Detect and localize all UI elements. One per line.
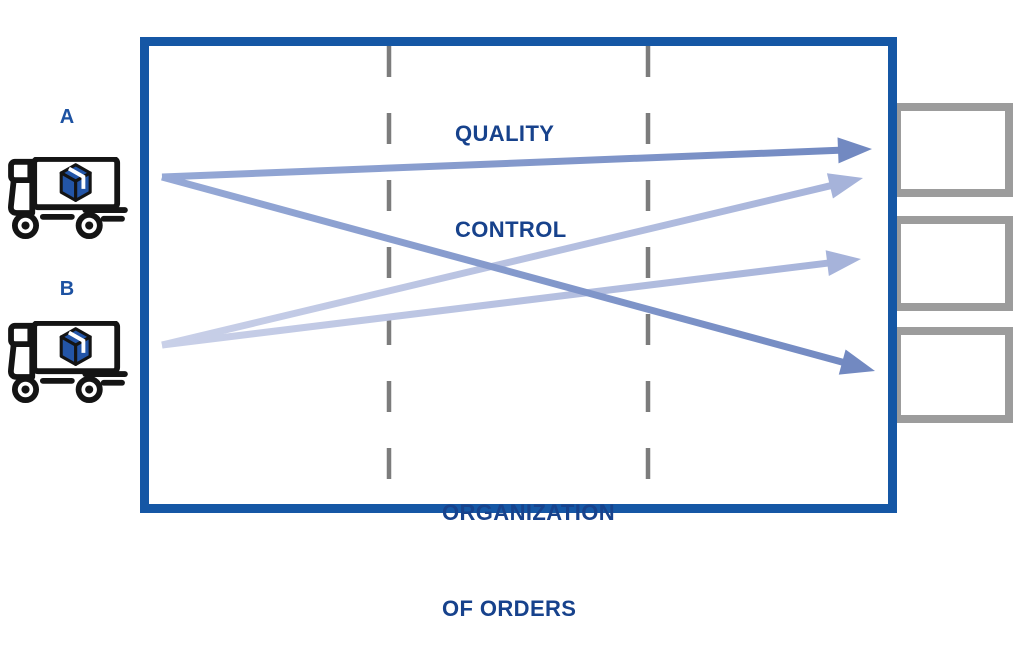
heading-line: OF ORDERS [442, 596, 577, 621]
heading-line: QUALITY [455, 121, 555, 146]
organization-of-orders-heading: ORGANIZATION OF ORDERS [442, 433, 615, 657]
heading-line: ORGANIZATION [442, 500, 616, 525]
quality-control-heading: QUALITY CONTROL [455, 54, 567, 278]
heading-line: CONTROL [455, 217, 567, 242]
dock-slot-2 [893, 216, 1013, 311]
delivery-truck-icon [4, 321, 130, 404]
process-box [140, 37, 897, 513]
truck-a-label: A [59, 106, 75, 128]
truck-b-label: B [59, 278, 75, 300]
dock-slot-3 [893, 327, 1013, 423]
delivery-truck-icon [4, 157, 130, 240]
dock-slot-1 [893, 103, 1013, 197]
